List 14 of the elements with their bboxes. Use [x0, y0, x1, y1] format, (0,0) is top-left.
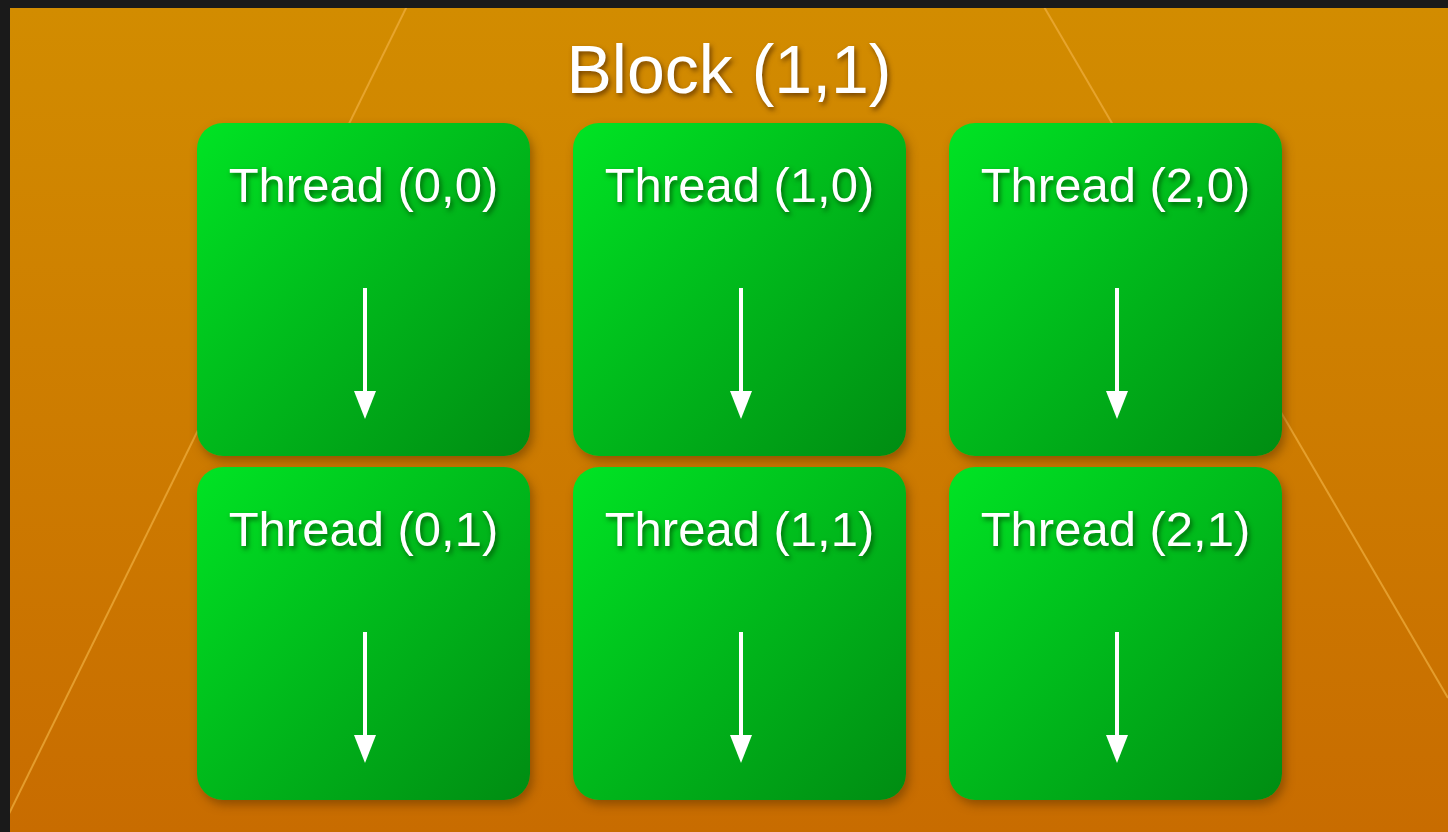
block-title: Block (1,1)	[565, 30, 893, 108]
thread-box	[573, 123, 906, 456]
thread-label: Thread (1,1)	[603, 501, 876, 557]
thread-box	[949, 123, 1282, 456]
thread-label: Thread (2,0)	[979, 157, 1252, 213]
thread-label: Thread (0,1)	[227, 501, 500, 557]
thread-label: Thread (1,0)	[603, 157, 876, 213]
thread-box	[573, 467, 906, 800]
thread-box	[197, 467, 530, 800]
thread-box	[949, 467, 1282, 800]
thread-box	[197, 123, 530, 456]
thread-label: Thread (2,1)	[979, 501, 1252, 557]
block-panel	[10, 8, 1448, 832]
thread-label: Thread (0,0)	[227, 157, 500, 213]
